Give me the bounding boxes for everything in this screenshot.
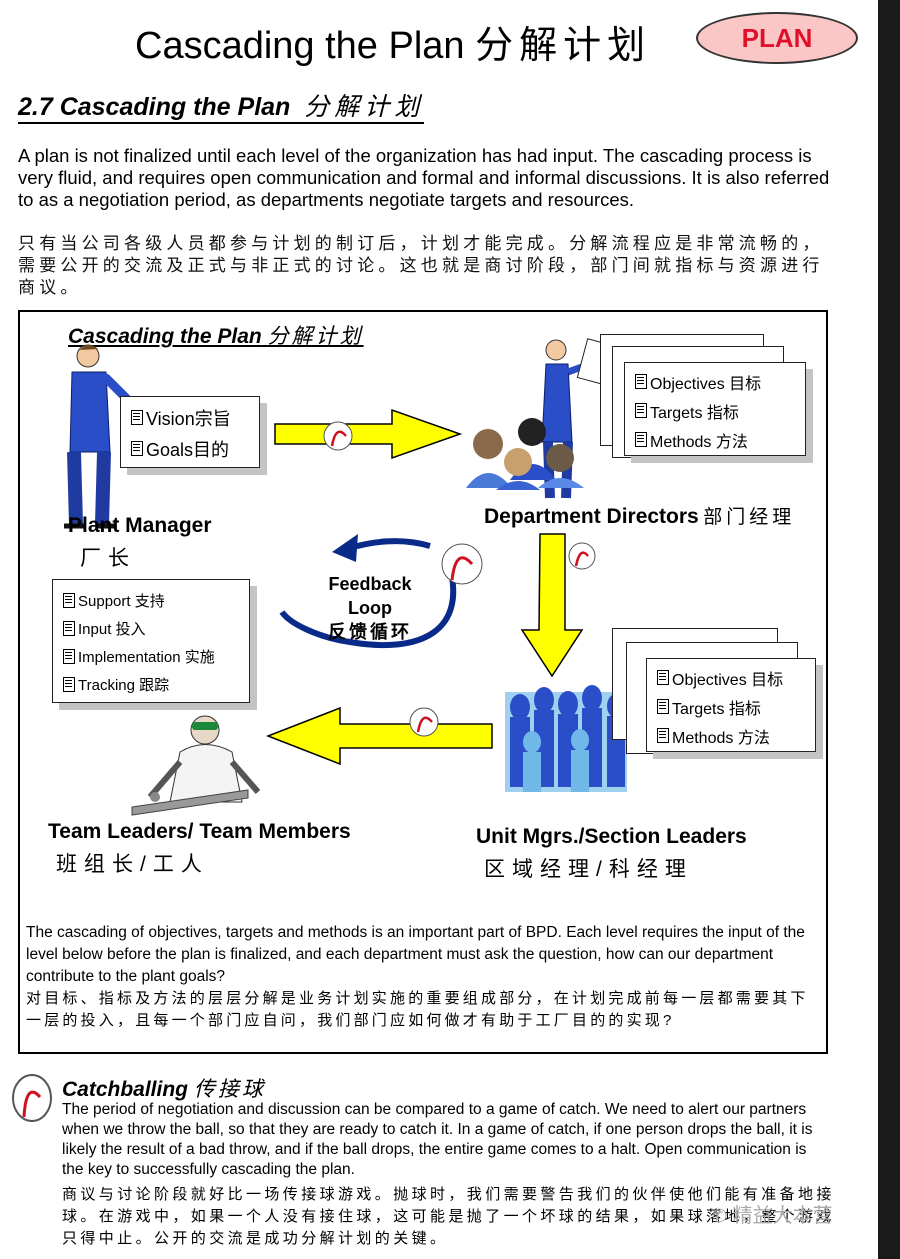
document-icon [131,441,143,456]
plant-manager-items-box: Vision宗旨 Goals目的 [120,396,260,468]
list-item: Tracking 跟踪 [63,670,239,698]
document-icon [657,699,669,714]
list-item: Objectives 目标 [657,663,805,692]
plan-badge: PLAN [696,12,858,64]
wechat-icon: ✆ [712,1206,728,1226]
document-icon [131,410,143,425]
unit-staff-group-icon [505,685,627,792]
section-heading: 2.7 Cascading the Plan 分解计划 [18,92,425,124]
arrow-to-directors [274,408,463,460]
list-item: Input 投入 [63,614,239,642]
feedback-loop-label: Feedback Loop 反馈循环 [328,574,412,642]
feedback-loop-arrow [279,534,457,648]
list-item: Support 支持 [63,586,239,614]
list-item: Targets 指标 [635,396,795,425]
list-item: Goals目的 [131,433,249,464]
list-item: Objectives 目标 [635,367,795,396]
intro-paragraph-zh: 只有当公司各级人员都参与计划的制订后，计划才能完成。分解流程应是非常流畅的，需要… [18,234,824,297]
arrow-to-team [265,706,493,766]
page-title: Cascading the Plan 分解计划 [135,25,652,67]
catchballing-paragraph-zh: 商议与讨论阶段就好比一场传接球游戏。抛球时，我们需要警告我们的伙伴使他们能有准备… [62,1186,835,1247]
list-item: Targets 指标 [657,692,805,721]
diagram-note-zh: 对目标、指标及方法的层层分解是业务计划实施的重要组成部分，在计划完成前每一层都需… [26,990,809,1029]
document-icon [63,620,75,636]
document-icon [63,648,75,664]
list-item: Methods 方法 [635,425,795,454]
arrow-to-unit-managers [520,533,584,678]
catchballing-paragraph-en: The period of negotiation and discussion… [62,1101,813,1178]
list-item: Vision宗旨 [131,402,249,433]
document-icon [657,728,669,743]
diagram-graphics [64,338,627,816]
document-icon [635,403,647,418]
watermark: ✆ 精益大本营 [712,1205,833,1227]
document-icon [635,432,647,447]
catchballing-heading: Catchballing 传接球 [62,1078,266,1101]
catchball-icon [323,421,353,451]
plant-manager-figure-icon [64,344,137,529]
right-edge-bar [878,0,900,1259]
catchball-icon [409,707,439,737]
team-label-zh: 班组长/工人 [56,853,209,876]
diagram-title: Cascading the Plan 分解计划 [68,325,364,348]
document-icon [657,670,669,685]
catchball-icon [12,1074,52,1122]
document-icon [635,374,647,389]
unit-managers-items-box: Objectives 目标 Targets 指标 Methods 方法 [646,658,816,752]
audience-group-icon [466,418,584,490]
unit-managers-label: Unit Mgrs./Section Leaders [476,825,747,848]
document-icon [63,676,75,692]
catchball-icon [441,543,483,585]
intro-paragraph-en: A plan is not finalized until each level… [18,145,830,210]
cascading-diagram: Cascading the Plan 分解计划 [18,310,828,1054]
team-worker-figure-icon [131,715,261,816]
catchball-icon [568,542,596,570]
plant-manager-label: Plant Manager [68,514,212,537]
document-icon [63,592,75,608]
diagram-note-en: The cascading of objectives, targets and… [26,924,805,985]
plant-manager-label-zh: 厂长 [80,547,136,570]
department-directors-label: Department Directors 部门经理 [484,505,796,528]
directors-items-box: Objectives 目标 Targets 指标 Methods 方法 [624,362,806,456]
list-item: Implementation 实施 [63,642,239,670]
team-items-box: Support 支持 Input 投入 Implementation 实施 Tr… [52,579,250,703]
list-item: Methods 方法 [657,721,805,750]
team-label: Team Leaders/ Team Members [48,820,351,843]
unit-managers-label-zh: 区域经理/科经理 [484,858,693,881]
